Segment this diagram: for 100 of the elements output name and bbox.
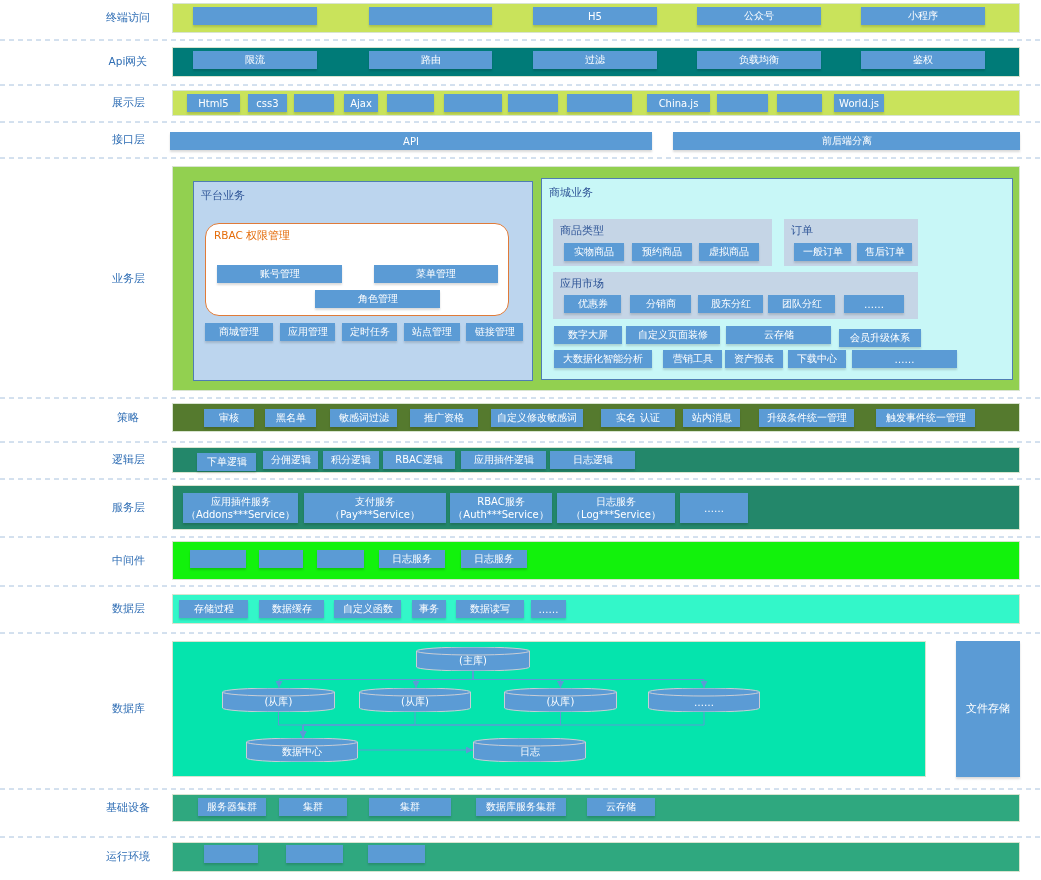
module-box: 数据读写 [456, 600, 524, 618]
box-label: 支付服务 [355, 495, 395, 508]
module-box: 资产报表 [725, 350, 783, 368]
module-box: 小程序 [861, 7, 985, 25]
module-box: 股东分红 [698, 295, 763, 313]
module-box: 过滤 [533, 51, 657, 69]
layer-label: 展示层 [110, 96, 146, 110]
layer-label: 服务层 [110, 500, 146, 515]
layer-label: 数据层 [110, 602, 146, 616]
database-cylinder: 日志 [473, 738, 586, 762]
box-label: （Auth***Service） [453, 508, 549, 521]
module-box [508, 94, 558, 112]
module-box [259, 550, 303, 568]
panel-title: 订单 [791, 224, 813, 238]
module-box: 分销商 [630, 295, 691, 313]
group-panel [553, 219, 772, 266]
module-box [717, 94, 768, 112]
layer-label: 运行环境 [105, 850, 151, 864]
database-cylinder: (从库) [222, 688, 335, 712]
layer-label: 接口层 [110, 133, 146, 147]
module-box: 角色管理 [315, 290, 440, 308]
module-box: 鉴权 [861, 51, 985, 69]
arrow [472, 670, 708, 689]
module-box: 链接管理 [466, 323, 523, 341]
module-box: 集群 [279, 798, 347, 816]
box-label: （Log***Service） [571, 508, 661, 521]
module-box: 定时任务 [342, 323, 397, 341]
group-panel [553, 272, 918, 319]
module-box: China.js [647, 94, 710, 112]
module-box: 数据缓存 [259, 600, 324, 618]
module-box: API [170, 132, 652, 150]
layer-label: 策略 [116, 410, 140, 425]
module-box: 账号管理 [217, 265, 342, 283]
rounded-panel [205, 223, 509, 316]
module-box [369, 7, 492, 25]
arrow [299, 711, 705, 739]
layer-label: 中间件 [110, 553, 146, 568]
module-box: 商城管理 [205, 323, 273, 341]
module-box: 集群 [369, 798, 451, 816]
module-box: 下单逻辑 [197, 453, 256, 471]
database-cylinder: (从库) [504, 688, 617, 712]
layer-label: 数据库 [110, 702, 146, 716]
module-box: …… [852, 350, 957, 368]
module-box: 事务 [412, 600, 446, 618]
module-box [193, 7, 317, 25]
module-box: 大数据化智能分析 [554, 350, 652, 368]
module-box: 自定义页面装修 [626, 326, 720, 344]
module-box: 站点管理 [404, 323, 460, 341]
module-box: 自定义修改敏感词 [491, 409, 583, 427]
module-box: 审核 [204, 409, 254, 427]
module-box [286, 845, 343, 863]
service-box [450, 493, 552, 523]
module-box: …… [680, 493, 748, 523]
module-box: 文件存储 [956, 641, 1020, 777]
module-box [204, 845, 258, 863]
module-box: 云存储 [726, 326, 831, 344]
module-box: 公众号 [697, 7, 821, 25]
module-box [368, 845, 425, 863]
module-box: 自定义函数 [334, 600, 401, 618]
panel [193, 181, 533, 381]
module-box: 日志服务 [461, 550, 527, 568]
module-box [317, 550, 364, 568]
panel-title: 应用市场 [560, 277, 604, 291]
module-box: 日志逻辑 [550, 451, 635, 469]
module-box: Html5 [187, 94, 240, 112]
layer-label: 终端访问 [105, 11, 151, 25]
module-box: 数据库服务集群 [476, 798, 566, 816]
database-cylinder: …… [648, 688, 760, 712]
module-box: 会员升级体系 [839, 329, 921, 347]
module-box: 积分逻辑 [323, 451, 379, 469]
box-label: RBAC服务 [477, 495, 525, 508]
module-box: 云存储 [587, 798, 655, 816]
module-box: 触发事件统一管理 [876, 409, 975, 427]
module-box: 预约商品 [632, 243, 692, 261]
module-box: 限流 [193, 51, 317, 69]
module-box: 站内消息 [683, 409, 740, 427]
panel [541, 178, 1013, 380]
panel-title: 商品类型 [560, 224, 604, 238]
module-box: 前后端分离 [673, 132, 1020, 150]
module-box: 实物商品 [564, 243, 624, 261]
module-box: 日志服务 [379, 550, 445, 568]
module-box: 应用插件逻辑 [461, 451, 546, 469]
module-box: 虚拟商品 [699, 243, 759, 261]
module-box: css3 [248, 94, 287, 112]
module-box: 一般订单 [794, 243, 851, 261]
module-box: RBAC逻辑 [383, 451, 455, 469]
module-box: 路由 [369, 51, 492, 69]
module-box: 团队分红 [768, 295, 835, 313]
module-box: Ajax [344, 94, 378, 112]
layer-label: 业务层 [110, 271, 146, 286]
database-cylinder: (主库) [416, 647, 530, 671]
module-box: 优惠券 [564, 295, 621, 313]
module-box: 升级条件统一管理 [759, 409, 854, 427]
module-box [444, 94, 502, 112]
module-box [294, 94, 334, 112]
group-panel [784, 219, 918, 266]
module-box: H5 [533, 7, 657, 25]
module-box: 黑名单 [265, 409, 316, 427]
service-box [557, 493, 675, 523]
panel-title: RBAC 权限管理 [214, 229, 291, 243]
